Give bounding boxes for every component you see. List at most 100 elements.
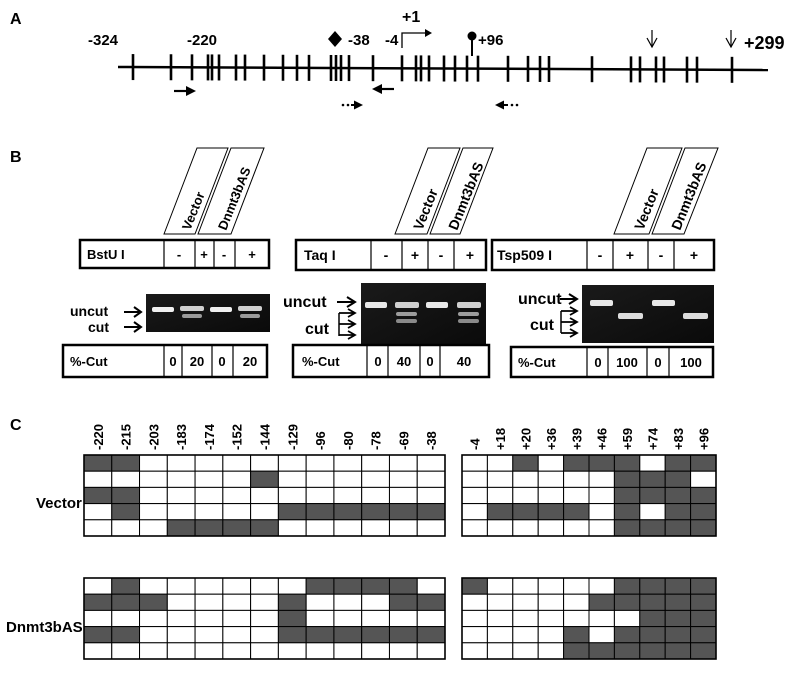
unmethylated-cell bbox=[512, 609, 539, 628]
methylated-cell bbox=[388, 626, 418, 644]
unmethylated-cell bbox=[563, 593, 590, 611]
cut-arrow-icon bbox=[339, 330, 357, 340]
percent-cut-value: 100 bbox=[680, 355, 702, 370]
unmethylated-cell bbox=[305, 486, 335, 505]
methylated-cell bbox=[111, 503, 141, 521]
methylated-cell bbox=[512, 503, 539, 521]
unmethylated-cell bbox=[361, 609, 390, 628]
methylated-cell bbox=[361, 503, 390, 521]
unmethylated-cell bbox=[194, 626, 224, 644]
gel-taq: Vector Dnmt3bAS Taq I - + - + uncut cut bbox=[283, 147, 494, 379]
grid-border bbox=[83, 577, 446, 660]
methylated-cell bbox=[194, 519, 224, 537]
pos-label-minus4: -4 bbox=[385, 32, 399, 49]
unmethylated-cell bbox=[486, 609, 514, 628]
cpg-site-label: -80 bbox=[341, 431, 356, 450]
unmethylated-cell bbox=[111, 470, 141, 488]
unmethylated-cell bbox=[537, 486, 565, 505]
unmethylated-cell bbox=[512, 642, 539, 660]
unmethylated-cell bbox=[139, 519, 168, 537]
methylated-cell bbox=[613, 577, 641, 595]
pos-label-plus1: +1 bbox=[402, 9, 420, 26]
enzyme-label: BstU I bbox=[87, 247, 125, 262]
unmethylated-cell bbox=[277, 642, 307, 660]
unmethylated-cell bbox=[512, 626, 539, 644]
cpg-site-label: -220 bbox=[91, 424, 106, 450]
gel-band bbox=[182, 314, 202, 318]
tss-arrow-icon bbox=[401, 32, 425, 48]
unmethylated-cell bbox=[361, 519, 390, 537]
gel-band bbox=[396, 312, 417, 316]
unmethylated-cell bbox=[416, 519, 446, 537]
unmethylated-cell bbox=[305, 593, 335, 611]
methylated-cell bbox=[664, 626, 692, 644]
gel-band bbox=[683, 313, 708, 319]
unmethylated-cell bbox=[461, 486, 488, 505]
methylated-cell bbox=[664, 503, 692, 521]
methylated-cell bbox=[639, 626, 666, 644]
methylated-cell bbox=[690, 503, 717, 521]
methylated-cell bbox=[639, 470, 666, 488]
methylated-cell bbox=[639, 577, 666, 595]
percent-cut-row bbox=[291, 343, 491, 379]
enzyme-row-box bbox=[78, 238, 271, 270]
methylated-cell bbox=[305, 577, 335, 595]
cut-label: cut bbox=[88, 319, 109, 335]
unmethylated-cell bbox=[588, 470, 615, 488]
unmethylated-cell bbox=[222, 609, 252, 628]
unmethylated-cell bbox=[416, 454, 446, 472]
methylated-cell bbox=[111, 593, 141, 611]
unmethylated-cell bbox=[83, 577, 113, 595]
cut-label: cut bbox=[305, 321, 330, 338]
methylated-cell bbox=[250, 519, 279, 537]
unmethylated-cell bbox=[461, 470, 488, 488]
unmethylated-cell bbox=[361, 642, 390, 660]
methylated-cell bbox=[333, 626, 363, 644]
methylated-cell bbox=[111, 486, 141, 505]
unmethylated-cell bbox=[461, 503, 488, 521]
unmethylated-cell bbox=[277, 577, 307, 595]
unmethylated-cell bbox=[416, 470, 446, 488]
gel-band bbox=[457, 302, 481, 308]
unmethylated-cell bbox=[222, 454, 252, 472]
methylated-cell bbox=[83, 626, 113, 644]
unmethylated-cell bbox=[83, 642, 113, 660]
cpg-site-label: -69 bbox=[396, 431, 411, 450]
gel-band bbox=[618, 313, 643, 319]
methylated-cell bbox=[664, 454, 692, 472]
cpg-site-label: -183 bbox=[174, 424, 189, 450]
unmethylated-cell bbox=[537, 470, 565, 488]
unmethylated-cell bbox=[537, 454, 565, 472]
unmethylated-cell bbox=[512, 519, 539, 537]
unmethylated-cell bbox=[83, 503, 113, 521]
gel-band bbox=[180, 306, 204, 311]
percent-cut-row bbox=[509, 345, 715, 379]
cpg-site-label: +39 bbox=[569, 428, 584, 450]
methylated-cell bbox=[664, 519, 692, 537]
methylated-cell bbox=[664, 593, 692, 611]
cut-arrow-icon bbox=[561, 306, 579, 316]
digest-sign: + bbox=[200, 247, 208, 262]
methylated-cell bbox=[166, 519, 196, 537]
gel-tsp509: Vector Dnmt3bAS Tsp509 I - + - + uncut c… bbox=[490, 147, 719, 379]
unmethylated-cell bbox=[361, 454, 390, 472]
methylated-cell bbox=[664, 470, 692, 488]
cpg-site-label: -152 bbox=[230, 424, 245, 450]
unmethylated-cell bbox=[588, 609, 615, 628]
methylated-cell bbox=[664, 486, 692, 505]
unmethylated-cell bbox=[512, 593, 539, 611]
methylated-cell bbox=[305, 503, 335, 521]
methylated-cell bbox=[333, 503, 363, 521]
unmethylated-cell bbox=[250, 593, 279, 611]
unmethylated-cell bbox=[388, 519, 418, 537]
unmethylated-cell bbox=[222, 593, 252, 611]
unmethylated-cell bbox=[139, 486, 168, 505]
unmethylated-cell bbox=[563, 519, 590, 537]
unmethylated-cell bbox=[486, 593, 514, 611]
unmethylated-cell bbox=[333, 486, 363, 505]
methylated-cell bbox=[305, 626, 335, 644]
digest-sign: + bbox=[690, 247, 698, 263]
digest-sign: - bbox=[659, 247, 664, 263]
methylated-cell bbox=[512, 454, 539, 472]
methylation-grids bbox=[83, 454, 717, 660]
